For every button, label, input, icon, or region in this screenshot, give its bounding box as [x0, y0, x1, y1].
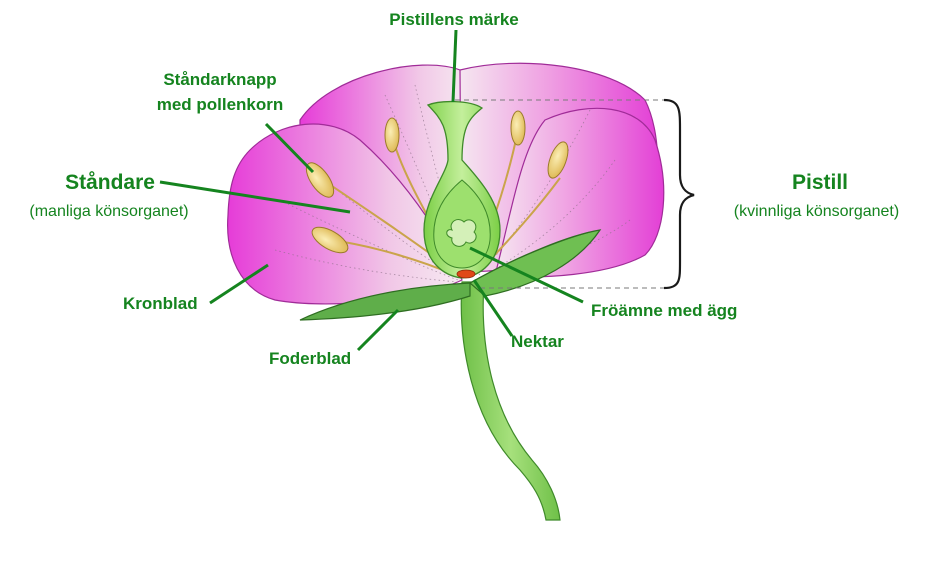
pistil-bracket — [663, 98, 695, 290]
stamen-sublabel: (manliga könsorganet) — [29, 203, 189, 220]
anther-label-line1: Ståndarknapp — [163, 70, 277, 89]
sepal-label: Foderblad — [269, 349, 352, 368]
petal-label: Kronblad — [123, 294, 198, 313]
petal-right — [494, 107, 665, 278]
nectar-gland — [456, 269, 476, 279]
ovary-label: Fröämne med ägg — [591, 301, 738, 320]
stamen-label: Ståndare — [65, 171, 155, 194]
anther-label-line2: med pollenkorn — [156, 95, 284, 114]
pistil-label: Pistill — [791, 171, 849, 194]
sepal-back — [469, 231, 591, 284]
stigma-label: Pistillens märke — [389, 10, 519, 29]
leader-lines — [159, 29, 584, 352]
stem — [460, 281, 561, 521]
nectar-label: Nektar — [511, 332, 564, 351]
pistil-sublabel: (kvinnliga könsorganet) — [733, 203, 900, 220]
sepal-left — [299, 282, 471, 321]
ovule — [446, 219, 477, 247]
